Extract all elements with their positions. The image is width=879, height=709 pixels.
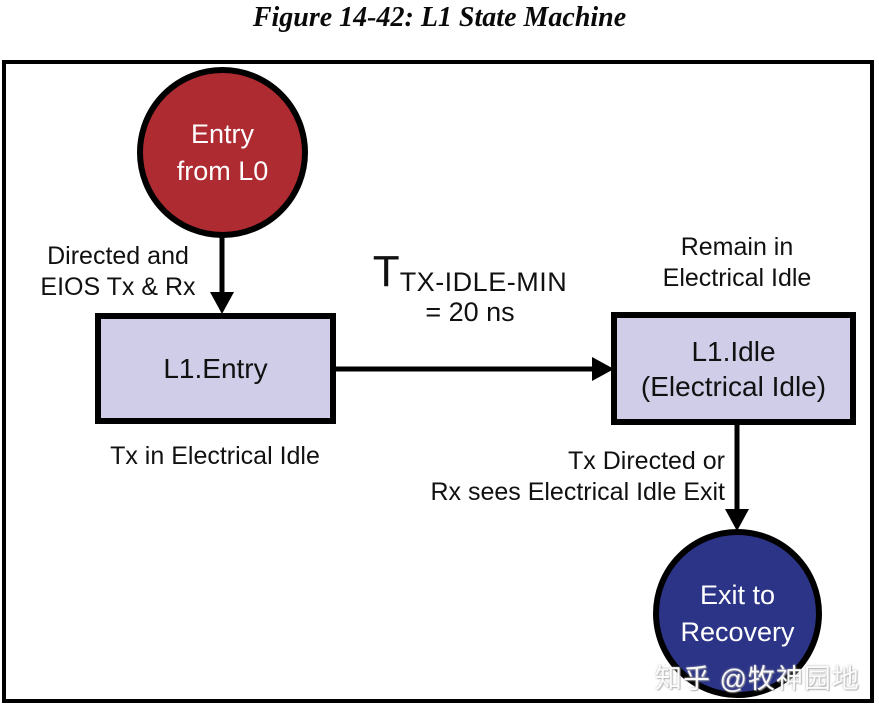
state-entry-label-line1: Entry <box>190 118 255 149</box>
arrowhead-l1entry-to-l1idle <box>592 357 614 381</box>
transition-txdirected-line1: Tx Directed or <box>568 447 725 475</box>
state-l1-entry: L1.Entry <box>95 313 336 424</box>
figure-title: Figure 14-42: L1 State Machine <box>252 2 627 33</box>
state-l1idle-label-line1: L1.Idle <box>691 335 776 367</box>
arrowhead-entry-to-l1entry <box>210 292 234 314</box>
note-remain-line1: Remain in <box>680 233 794 261</box>
transition-label-line1: Directed and <box>47 242 189 270</box>
note-remain-line2: Electrical Idle <box>662 264 812 292</box>
transition-label-tx-directed: Tx Directed or Rx sees Electrical Idle E… <box>380 446 725 508</box>
state-l1entry-label: L1.Entry <box>163 353 268 384</box>
transition-txdirected-line2: Rx sees Electrical Idle Exit <box>430 478 725 506</box>
state-exit-label-line2: Recovery <box>680 616 795 647</box>
t-value: = 20 ns <box>425 297 515 327</box>
state-entry-from-l0: Entry from L0 <box>137 67 308 238</box>
note-tx-in-electrical-idle: Tx in Electrical Idle <box>110 442 320 470</box>
diagram-frame <box>2 60 874 703</box>
state-l1-idle: L1.Idle (Electrical Idle) <box>611 312 856 425</box>
note-remain-in-electrical-idle: Remain in Electrical Idle <box>612 232 862 294</box>
state-exit-to-recovery: Exit to Recovery <box>653 529 822 698</box>
zhihu-watermark: 知乎 @牧神园地 <box>655 664 860 694</box>
state-l1idle-label-line2: (Electrical Idle) <box>640 370 827 402</box>
state-entry-label-line2: from L0 <box>176 155 269 186</box>
t-timing-expression: TTX-IDLE-MIN <box>350 250 590 298</box>
arrowhead-l1idle-to-exit <box>725 509 749 531</box>
t-symbol: T <box>372 247 400 296</box>
transition-label-line2: EIOS Tx & Rx <box>40 273 196 301</box>
transition-label-t-tx-idle-min: TTX-IDLE-MIN = 20 ns <box>350 250 590 328</box>
t-subscript: TX-IDLE-MIN <box>399 267 568 297</box>
transition-label-directed-eios: Directed and EIOS Tx & Rx <box>20 241 216 303</box>
state-exit-label-line1: Exit to <box>699 579 776 610</box>
